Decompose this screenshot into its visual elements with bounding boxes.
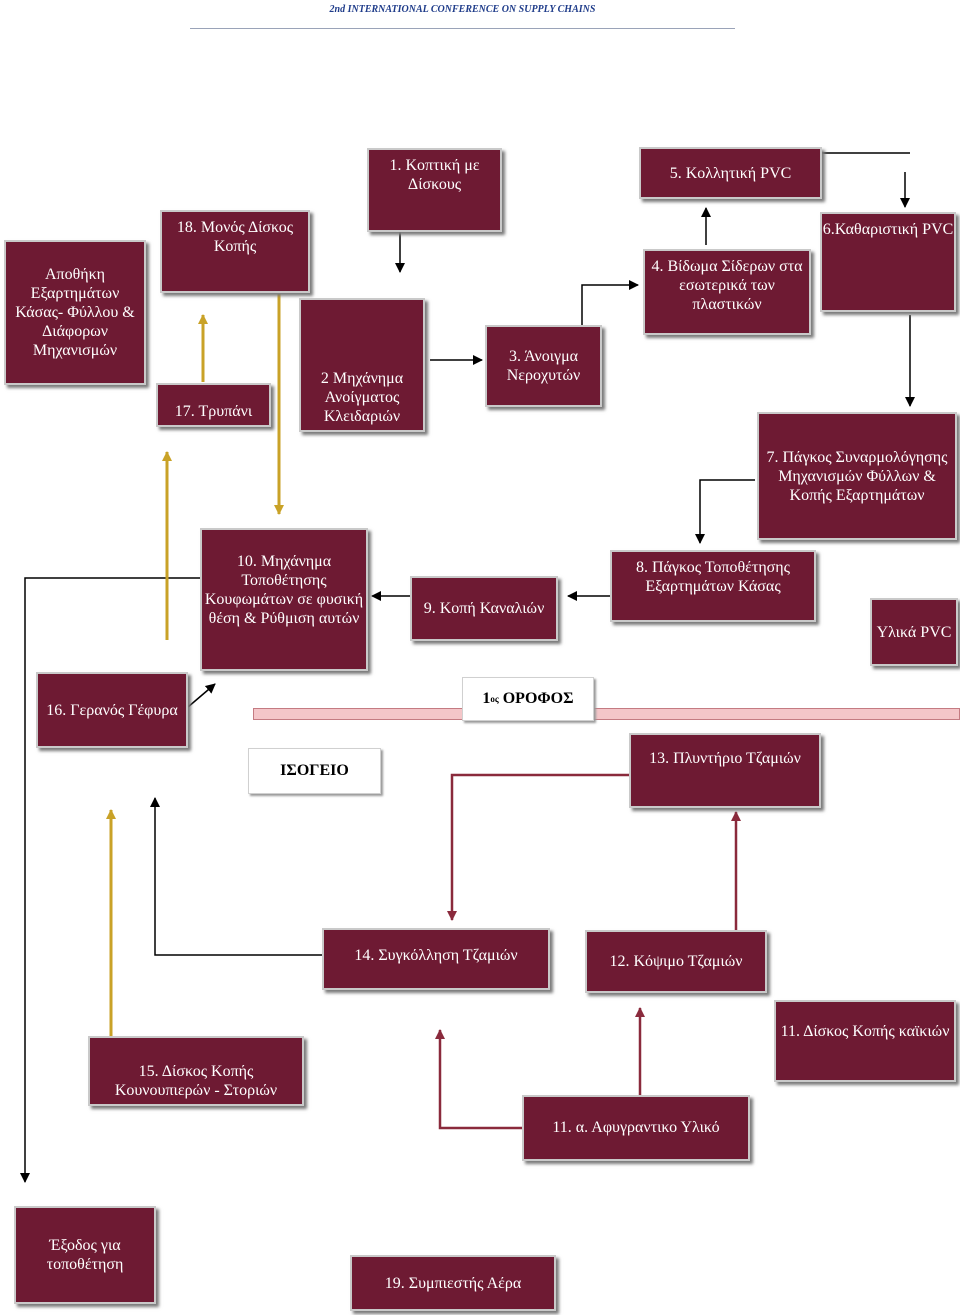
box-10: 10. Μηχάνημα Τοποθέτησης Κουφωμάτων σε φ…	[200, 528, 368, 671]
arrow-16-to-10	[187, 683, 216, 708]
floor-ordinal: ος	[490, 694, 499, 704]
box-4: 4. Βίδωμα Σίδερων στα εσωτερικά των πλασ…	[643, 249, 811, 335]
box-15: 15. Δίσκος Κοπής Κουνουπιερών - Στοριών	[88, 1036, 304, 1106]
box-19: 19. Συμπιεστής Αέρα	[350, 1255, 556, 1311]
box-2: 2 Μηχάνημα Ανοίγματος Κλειδαριών	[299, 298, 425, 432]
conference-header: 2nd INTERNATIONAL CONFERENCE ON SUPPLY C…	[329, 4, 596, 15]
floor-word: ΟΡΟΦΟΣ	[502, 690, 574, 707]
floor-divider-band	[253, 708, 960, 720]
box-9: 9. Κοπή Καναλιών	[410, 576, 558, 641]
arrow-11a-to-14	[435, 1029, 522, 1130]
arrow-14-to-16	[150, 797, 322, 956]
box-7: 7. Πάγκος Συναρμολόγησης Μηχανισμών Φύλλ…	[757, 412, 957, 540]
arrow-13-to-14	[447, 773, 630, 921]
arrow-3-to-4	[581, 280, 639, 325]
box-8: 8. Πάγκος Τοποθέτησης Εξαρτημάτων Κάσας	[610, 550, 816, 622]
arrow-7-to-8	[695, 479, 755, 544]
box-3: 3. Άνοιγμα Νεροχυτών	[485, 325, 602, 407]
header-divider	[190, 28, 735, 29]
box-16: 16. Γερανός Γέφυρα	[36, 672, 188, 748]
box-17: 17. Τρυπάνι	[156, 383, 271, 427]
box-5: 5. Κολλητική PVC	[639, 147, 822, 199]
box-pvc: Υλικά PVC	[870, 598, 958, 666]
box-13: 13. Πλυντήριο Τζαμιών	[629, 733, 821, 808]
box-14: 14. Συγκόλληση Τζαμιών	[322, 928, 550, 990]
box-11a: 11. α. Αφυγραντικο Υλικό	[522, 1095, 750, 1161]
box-6: 6.Καθαριστική PVC	[820, 212, 956, 312]
box-exit: Έξοδος για τοποθέτηση	[14, 1206, 156, 1304]
box-11: 11. Δίσκος Κοπής καϊκιών	[774, 1000, 956, 1082]
arrow-10-to-exit	[20, 577, 200, 1183]
box-1: 1. Κοπτική με Δίσκους	[367, 148, 502, 232]
box-18: 18. Μονός Δίσκος Κοπής	[160, 210, 310, 293]
box-12: 12. Κόψιμο Τζαμιών	[585, 930, 767, 993]
floor-label-ground: ΙΣΟΓΕΙΟ	[248, 748, 381, 794]
floor-number: 1	[482, 690, 491, 707]
box-storage: Αποθήκη Εξαρτημάτων Κάσας- Φύλλου & Διάφ…	[4, 240, 146, 385]
